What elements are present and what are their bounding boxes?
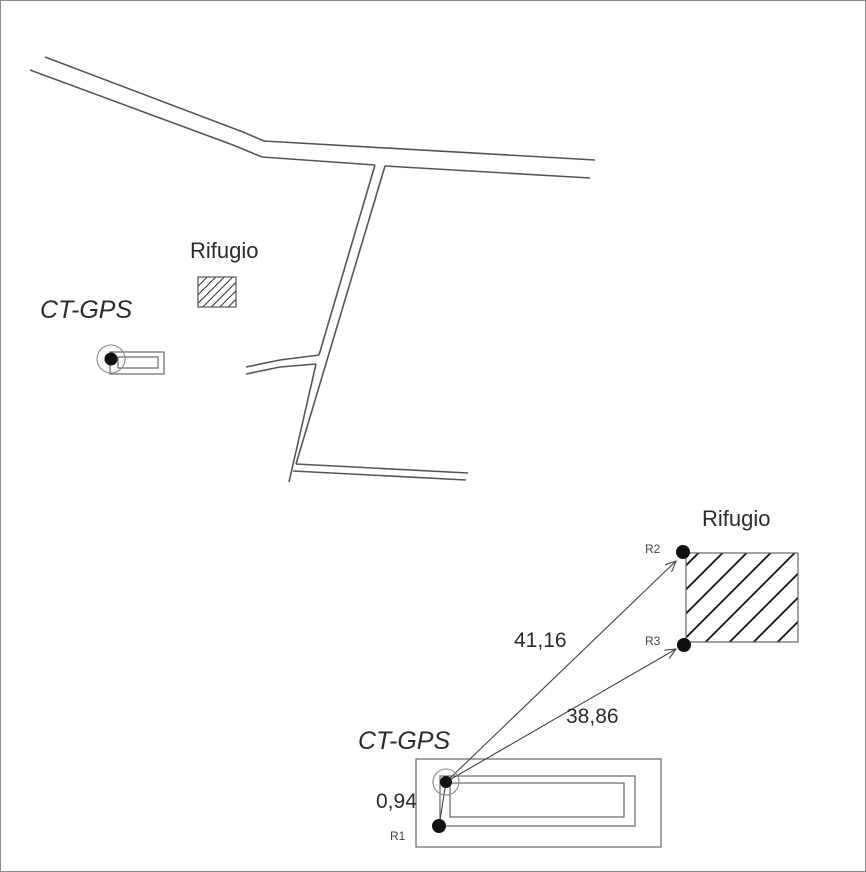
station-point — [104, 352, 118, 366]
distance-r2-value: 41,16 — [514, 629, 567, 652]
distance-r3-value: 38,86 — [566, 705, 619, 728]
point-r3 — [677, 638, 691, 652]
rifugio-label-top: Rifugio — [190, 238, 258, 263]
point-r1-label: R1 — [390, 829, 406, 843]
station-ring — [96, 344, 126, 374]
point-r2-label: R2 — [645, 542, 661, 556]
rifugio-building-small — [197, 276, 237, 308]
ct-gps-ring — [432, 768, 460, 796]
ct-gps-station-small — [96, 344, 165, 375]
distance-line-r3 — [445, 649, 676, 783]
rifugio-label-detail: Rifugio — [702, 506, 770, 531]
main-road — [29, 56, 596, 179]
ct-gps-point — [440, 776, 452, 788]
side-road — [245, 354, 320, 375]
detail-map: Rifugio CT-GPS R1 R2 R3 0,94 41,16 38,86 — [358, 506, 799, 848]
ct-gps-label-top: CT-GPS — [40, 296, 132, 324]
branch-road — [288, 164, 386, 483]
overview-map: Rifugio CT-GPS — [29, 56, 596, 483]
point-r1 — [432, 819, 446, 833]
ct-gps-platform — [415, 758, 662, 848]
lower-road — [292, 463, 469, 481]
distance-line-r2 — [445, 561, 676, 783]
point-r3-label: R3 — [645, 634, 661, 648]
distance-r1-value: 0,94 — [376, 790, 417, 813]
ct-gps-label-detail: CT-GPS — [358, 727, 450, 755]
rifugio-building-large — [685, 552, 799, 643]
distance-line-r1 — [439, 781, 447, 821]
point-r2 — [676, 545, 690, 559]
